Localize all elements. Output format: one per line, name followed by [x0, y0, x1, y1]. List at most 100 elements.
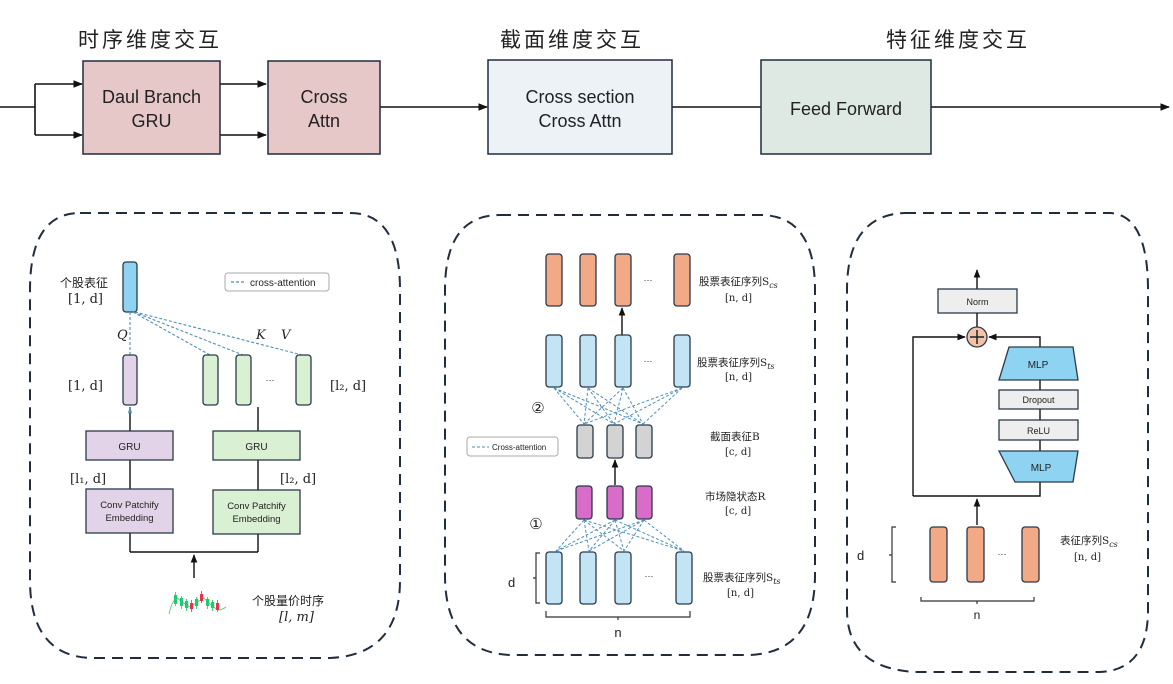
block-feed-forward: Feed Forward: [760, 59, 932, 155]
mid-label: 股票表征序列Sts: [697, 356, 775, 371]
output-tokens: [545, 253, 691, 307]
left-embed-shape: [l₁, d]: [70, 472, 106, 487]
svg-text:GRU: GRU: [245, 442, 267, 453]
panel-border: [846, 212, 1149, 673]
attention-lines: [129, 311, 303, 356]
svg-text:MLP: MLP: [1031, 463, 1052, 474]
attention-lines-step2: [553, 387, 683, 425]
svg-text:Cross: Cross: [300, 87, 347, 107]
dropout-layer: Dropout: [998, 389, 1079, 410]
norm-layer: Norm: [937, 288, 1018, 314]
market-tokens: [575, 485, 653, 520]
right-tokens-shape: [l₂, d]: [330, 379, 366, 394]
svg-text:Feed Forward: Feed Forward: [790, 99, 902, 119]
section-shape: [c, d]: [725, 447, 751, 458]
panel-feature: Norm MLP Dropout ReLU: [846, 212, 1149, 673]
d-brace: [889, 526, 896, 583]
stock-repr-shape: [1, d]: [68, 292, 103, 307]
mlp-top: MLP: [998, 346, 1079, 381]
panel-border: [29, 212, 401, 659]
svg-text:···: ···: [644, 356, 653, 366]
input-tokens: [929, 526, 1040, 583]
mlp-bottom: MLP: [997, 450, 1079, 483]
svg-text:···: ···: [998, 549, 1007, 559]
gru-output-token: [122, 354, 138, 406]
output-label: 股票表征序列Scs: [699, 275, 778, 290]
market-shape: [c, d]: [725, 506, 751, 517]
input-label: 股票表征序列Sts: [703, 571, 781, 586]
svg-text:···: ···: [644, 275, 653, 285]
output-shape: [n, d]: [725, 293, 752, 304]
block-cross-section-attn: Cross section Cross Attn: [487, 59, 673, 155]
top-connectors: [0, 80, 1170, 139]
dim-n-label: n: [974, 608, 981, 622]
block-dual-branch-gru: Daul Branch GRU: [82, 60, 221, 155]
k-label: K: [255, 328, 267, 343]
right-embed-shape: [l₂, d]: [280, 472, 316, 487]
svg-text:Embedding: Embedding: [232, 514, 280, 525]
svg-text:Norm: Norm: [967, 297, 989, 307]
panel-temporal: 个股表征 [1, d] cross-attention Q K V [1, d]…: [29, 212, 401, 659]
svg-text:Conv Patchify: Conv Patchify: [100, 500, 159, 511]
feature-connectors: [912, 333, 1041, 525]
svg-text:Conv Patchify: Conv Patchify: [227, 501, 286, 512]
relu-layer: ReLU: [998, 419, 1079, 441]
d-brace: [533, 552, 540, 604]
panel-border: [444, 214, 816, 656]
stage-title-cross-section: 截面维度交互: [500, 28, 644, 52]
svg-text:Embedding: Embedding: [105, 513, 153, 524]
input-label: 表征序列Scs: [1060, 534, 1118, 549]
svg-text:Cross-attention: Cross-attention: [492, 443, 546, 452]
legend-cross-attention-2: Cross-attention: [466, 436, 559, 457]
block-cross-attn: Cross Attn: [267, 60, 381, 155]
svg-text:ReLU: ReLU: [1027, 426, 1050, 436]
svg-text:Cross Attn: Cross Attn: [538, 111, 621, 131]
svg-text:Cross section: Cross section: [525, 87, 634, 107]
q-label: Q: [117, 328, 128, 343]
svg-text:MLP: MLP: [1028, 360, 1049, 371]
market-label: 市场隐状态R: [705, 490, 766, 503]
dim-d-label: d: [508, 575, 515, 590]
svg-text:GRU: GRU: [118, 442, 140, 453]
section-label: 截面表征B: [710, 430, 760, 443]
input-shape: [n, d]: [1074, 552, 1101, 563]
gru-left: GRU: [85, 430, 174, 461]
embed-right: Conv Patchify Embedding: [212, 489, 301, 535]
n-brace: [920, 597, 1035, 604]
input-shape: [l, m]: [279, 610, 315, 625]
gru-right: GRU: [212, 430, 301, 461]
svg-text:···: ···: [645, 571, 654, 581]
mid-shape: [n, d]: [725, 372, 752, 383]
section-tokens: [576, 424, 653, 459]
svg-text:···: ···: [266, 375, 275, 385]
svg-text:Dropout: Dropout: [1022, 395, 1055, 405]
left-token-shape: [1, d]: [68, 379, 103, 394]
svg-text:Daul Branch: Daul Branch: [102, 87, 201, 107]
query-token: [122, 261, 138, 313]
dim-n-label: n: [614, 625, 621, 640]
input-shape: [n, d]: [727, 588, 754, 599]
top-flow: 时序维度交互 截面维度交互 特征维度交互 Daul Branch GRU Cro…: [0, 28, 1170, 155]
stage-title-feature: 特征维度交互: [886, 28, 1030, 52]
candlestick-chart-icon: [168, 591, 227, 615]
svg-text:cross-attention: cross-attention: [250, 278, 316, 289]
dim-d-label: d: [857, 548, 864, 563]
stock-repr-label: 个股表征: [60, 276, 108, 290]
input-label: 个股量价时序: [252, 593, 324, 608]
temporal-connectors: [127, 406, 259, 578]
step-2-marker: ②: [531, 400, 544, 417]
panel-cross-section: ··· 股票表征序列Scs [n, d] ··· 股票表征序列Sts [n, d…: [444, 214, 816, 656]
v-label: V: [281, 328, 292, 343]
svg-text:Attn: Attn: [308, 111, 340, 131]
stage-title-temporal: 时序维度交互: [78, 28, 222, 52]
mid-tokens: [545, 334, 691, 388]
input-tokens: [545, 551, 693, 605]
step-1-marker: ①: [529, 516, 542, 533]
embed-left: Conv Patchify Embedding: [85, 488, 174, 534]
legend-cross-attention: cross-attention: [224, 272, 330, 292]
attention-lines-step1: [555, 519, 685, 552]
svg-text:GRU: GRU: [132, 111, 172, 131]
kv-tokens: [202, 354, 312, 406]
residual-add-icon: [966, 326, 988, 348]
